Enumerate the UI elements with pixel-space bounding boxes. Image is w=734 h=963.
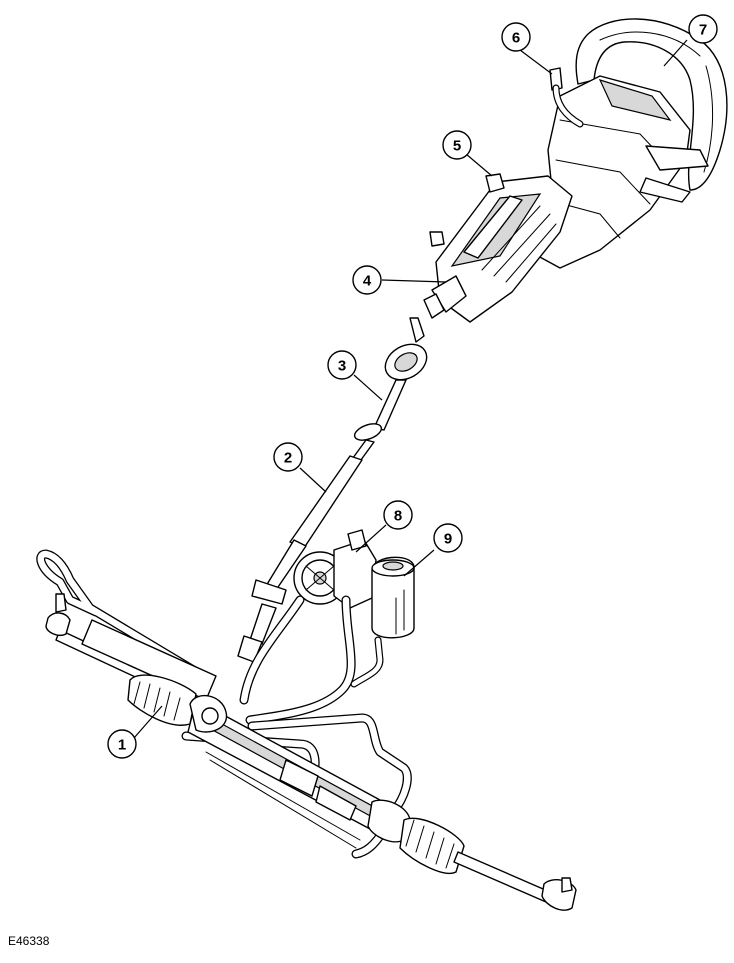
figure-id-label: E46338 <box>8 934 50 948</box>
callout-5-label: 5 <box>453 138 461 155</box>
cooler-pipe <box>36 549 215 685</box>
callout-2-label: 2 <box>284 450 292 467</box>
steering-column-assembly <box>423 173 573 323</box>
steering-rack <box>45 593 577 911</box>
callout-7: 7 <box>688 14 718 44</box>
callout-8-label: 8 <box>394 508 402 525</box>
leader-lines <box>133 39 688 739</box>
callout-1: 1 <box>107 729 137 759</box>
power-steering-pump <box>293 529 377 609</box>
callout-3: 3 <box>327 350 357 380</box>
callout-3-label: 3 <box>338 358 346 375</box>
callout-7-label: 7 <box>699 22 707 39</box>
callout-9: 9 <box>433 523 463 553</box>
callout-1-label: 1 <box>118 737 126 754</box>
steering-angle-sensor-connector <box>549 67 584 128</box>
callout-9-label: 9 <box>444 531 452 548</box>
callout-2: 2 <box>273 442 303 472</box>
callout-4: 4 <box>352 265 382 295</box>
callout-4-label: 4 <box>363 273 372 290</box>
callout-6-label: 6 <box>512 30 520 47</box>
callout-5: 5 <box>442 130 472 160</box>
intermediate-shaft <box>349 317 428 465</box>
callout-6: 6 <box>501 22 531 52</box>
fluid-reservoir <box>350 556 415 688</box>
callout-8: 8 <box>383 500 413 530</box>
